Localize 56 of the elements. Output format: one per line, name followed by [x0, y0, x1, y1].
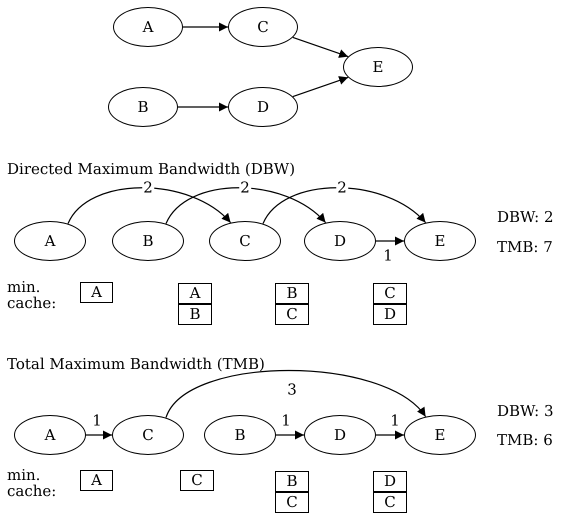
text-label: min. cache: [7, 468, 55, 500]
text-label: Directed Maximum Bandwidth (DBW) [7, 162, 296, 178]
edge-label: 1 [389, 414, 401, 428]
arrow [276, 430, 304, 440]
ellipse-node: A [14, 221, 86, 261]
cache-box: C [275, 492, 309, 513]
arrow [183, 22, 228, 32]
ellipse-node: A [113, 7, 183, 47]
cache-box: D [373, 471, 407, 492]
text-label: DBW: 2 [497, 210, 554, 226]
text-label: TMB: 7 [497, 240, 553, 256]
edge-label: 1 [91, 414, 103, 428]
ellipse-node: D [304, 221, 376, 261]
edge-label: 2 [142, 180, 154, 196]
ellipse-node: B [112, 221, 184, 261]
cache-box: C [275, 304, 309, 325]
arrow [262, 187, 426, 224]
ellipse-node: C [209, 221, 281, 261]
cache-box: D [373, 304, 407, 325]
edge-label: 3 [286, 382, 298, 398]
cache-box: C [373, 492, 407, 513]
edge-label: 1 [280, 414, 292, 428]
ellipse-node: E [404, 415, 476, 455]
text-label: min. cache: [7, 280, 55, 312]
cache-box: C [373, 283, 407, 304]
arrow [292, 76, 348, 98]
ellipse-node: D [228, 87, 298, 127]
ellipse-node: C [228, 7, 298, 47]
ellipse-node: E [404, 221, 476, 261]
cache-box: C [180, 470, 214, 491]
ellipse-node: D [304, 415, 376, 455]
arrow [165, 370, 426, 418]
arrow [67, 187, 232, 224]
cache-box: A [80, 470, 113, 491]
ellipse-node: B [108, 87, 178, 127]
cache-box: B [275, 471, 309, 492]
arrow [292, 36, 348, 58]
cache-box: B [275, 283, 309, 304]
edge-label: 1 [382, 248, 394, 264]
arrow [165, 187, 326, 224]
text-label: DBW: 3 [497, 404, 554, 420]
arrow [376, 236, 404, 246]
cache-box: A [80, 282, 113, 303]
arrow [178, 102, 228, 112]
text-label: Total Maximum Bandwidth (TMB) [7, 357, 265, 373]
ellipse-node: E [343, 47, 413, 87]
cache-box: A [178, 283, 212, 304]
cache-box: B [178, 304, 212, 325]
arrow [86, 430, 112, 440]
edge-label: 2 [336, 180, 348, 196]
arrow [376, 430, 404, 440]
edge-label: 2 [239, 180, 251, 196]
ellipse-node: C [112, 415, 184, 455]
ellipse-node: B [204, 415, 276, 455]
ellipse-node: A [14, 415, 86, 455]
text-label: TMB: 6 [497, 433, 553, 449]
